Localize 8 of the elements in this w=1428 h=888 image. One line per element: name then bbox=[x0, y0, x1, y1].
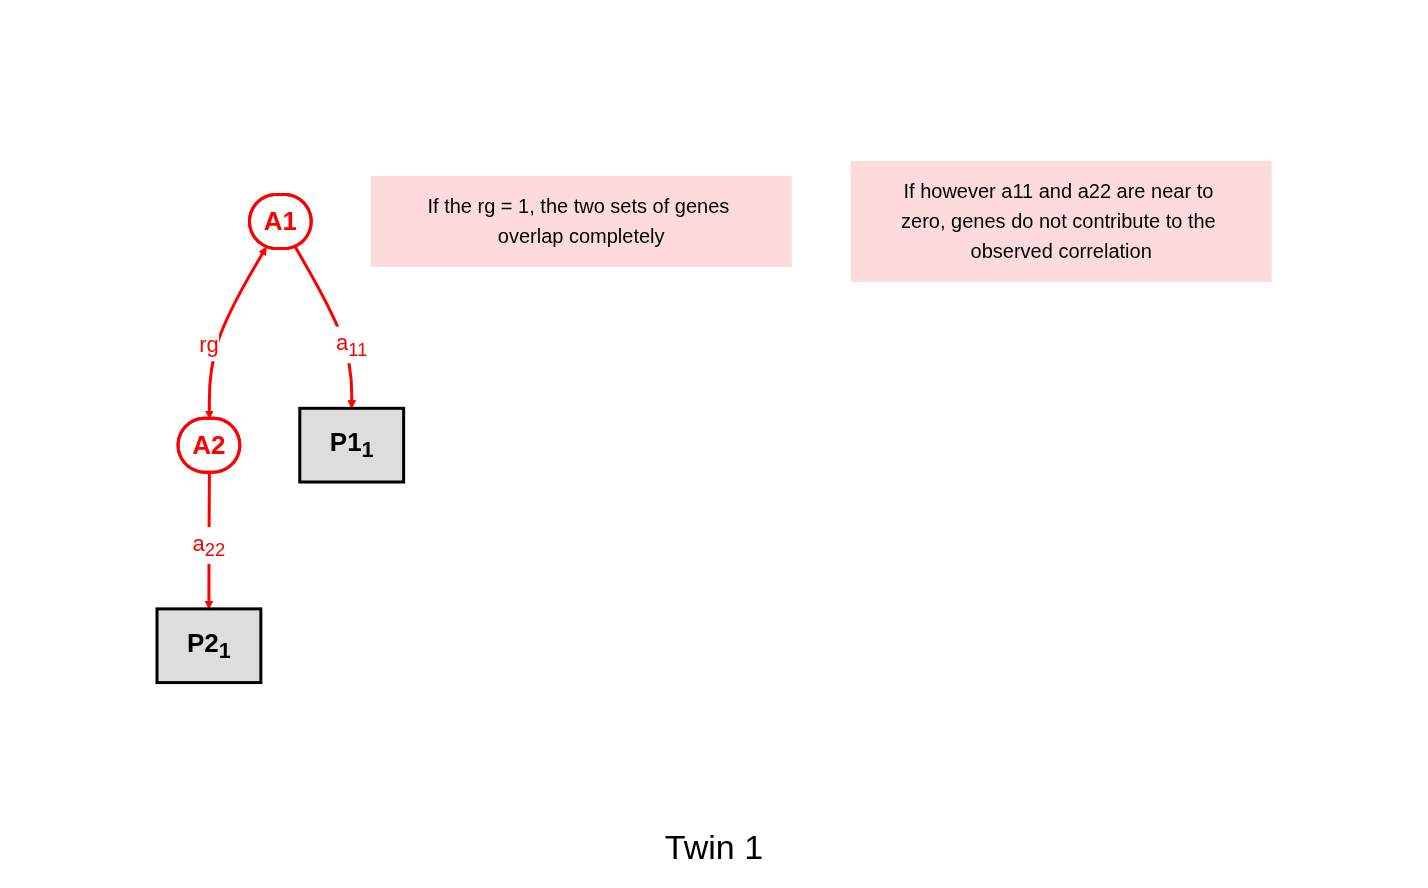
node-box: P1$_{1}$ bbox=[298, 406, 406, 483]
node-box: If the rg = 1, the two sets of genes overlap completely bbox=[370, 175, 792, 267]
edge-label: a$_{11}$ bbox=[335, 329, 368, 360]
edge-label: rg bbox=[199, 331, 219, 357]
node-box: P2$_{1}$ bbox=[155, 606, 263, 684]
caption-label: Twin 1 bbox=[664, 827, 764, 867]
edge-label: a$_{22}$ bbox=[192, 530, 226, 560]
node-box: If however a11 and a22 are near to zero, genes do not contribute to the observed correlation bbox=[850, 160, 1272, 282]
